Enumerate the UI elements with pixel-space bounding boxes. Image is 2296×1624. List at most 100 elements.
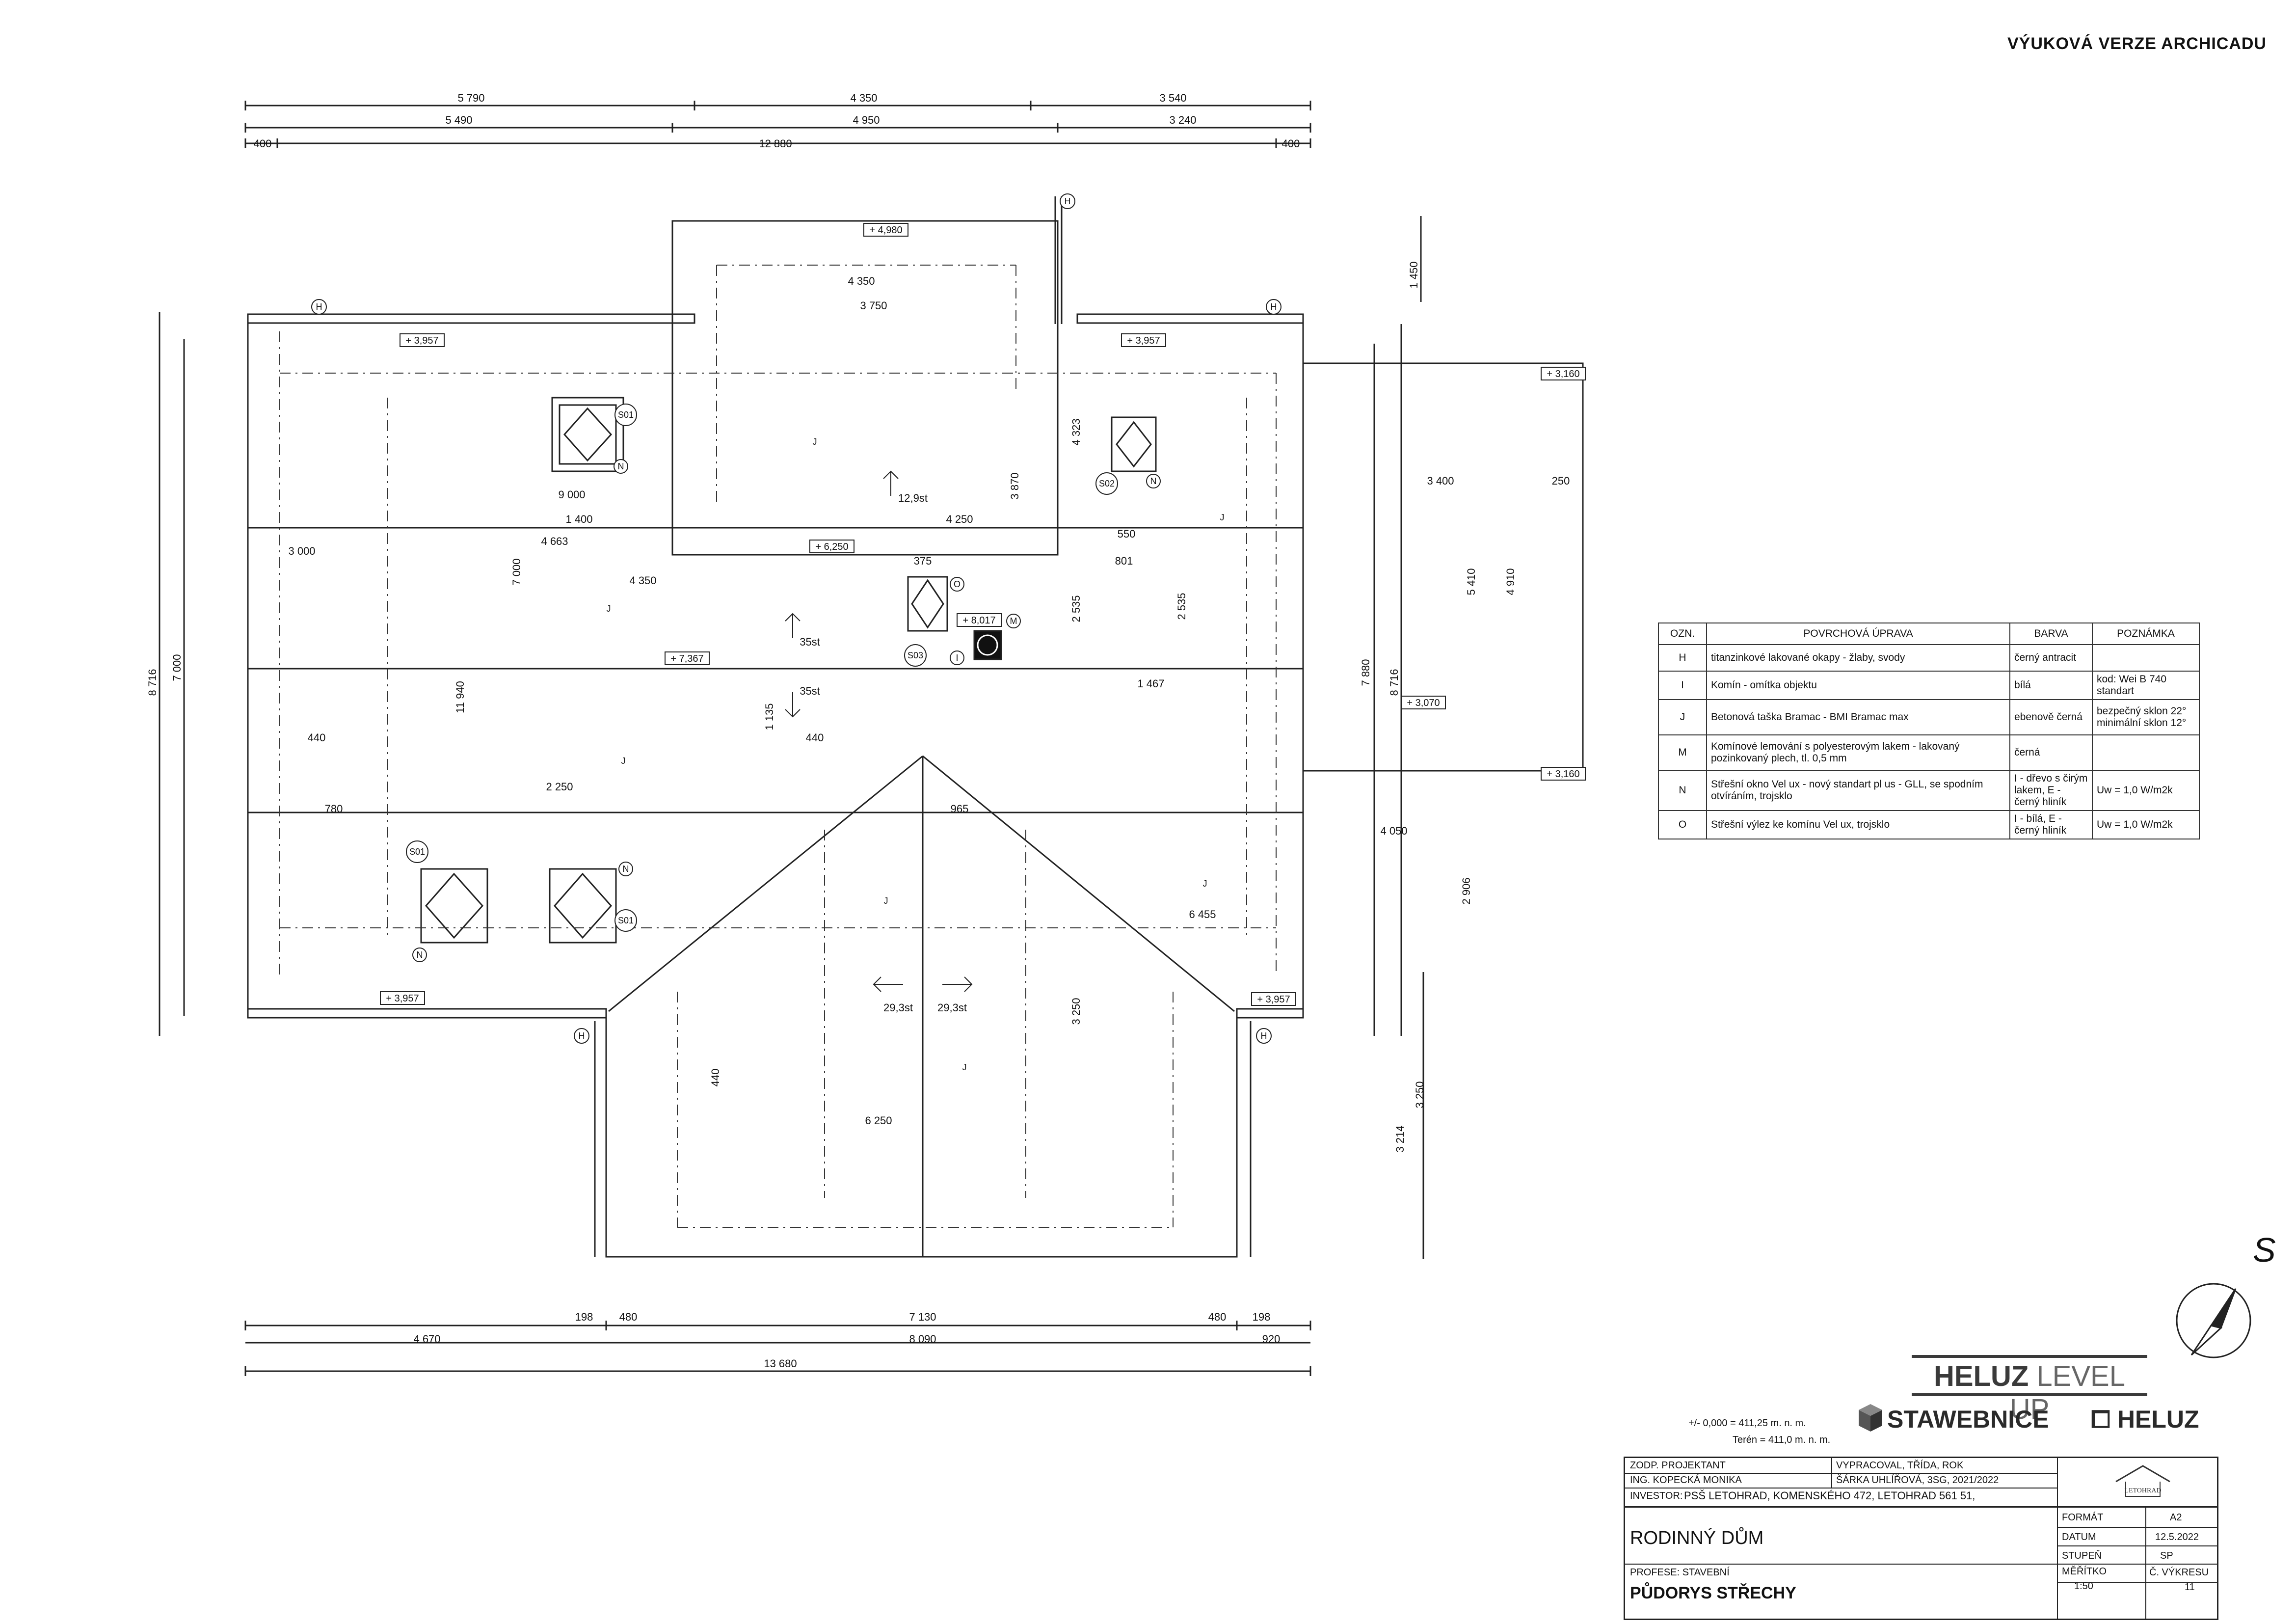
slope-1: 12,9st: [898, 492, 928, 504]
legend-color: ebenově černá: [2009, 699, 2093, 735]
dim-bot-8: 920: [1262, 1333, 1281, 1345]
legend-row: H titanzinkové lakované okapy - žlaby, s…: [1658, 644, 2200, 672]
stupen-label: STUPEŇ: [2062, 1550, 2102, 1561]
legend-row: J Betonová taška Bramac - BMI Bramac max…: [1658, 699, 2200, 735]
dim-i-3940: 1 467: [1137, 677, 1164, 690]
zodp-label: ZODP. PROJEKTANT: [1630, 1460, 1726, 1471]
dim-v-1467: 2 535: [1070, 595, 1082, 622]
elev-6250: + 6,250: [815, 541, 848, 552]
meritko-label: MĚŘÍTKO: [2062, 1566, 2107, 1577]
legend-code: H: [1658, 644, 1707, 672]
elev-3957-c: + 3,957: [386, 993, 419, 1004]
north-symbol: S: [2253, 1231, 2276, 1269]
legend-note: Uw = 1,0 W/m2k: [2092, 810, 2200, 839]
dim-v-7000: 11 940: [454, 681, 466, 713]
stupen-value: SP: [2160, 1550, 2173, 1561]
tag-s02: S02: [1099, 479, 1115, 488]
brand-rule-top: [1912, 1355, 2147, 1358]
vypracoval-label: VYPRACOVAL, TŘÍDA, ROK: [1836, 1460, 1964, 1471]
vypracoval-value: ŠÁRKA UHLÍŘOVÁ, 3SG, 2021/2022: [1836, 1475, 1999, 1486]
cislo-label: Č. VÝKRESU: [2149, 1567, 2209, 1578]
dim-top-3: 3 540: [1159, 92, 1186, 104]
legend-finish: Komín - omítka objektu: [1706, 671, 2010, 700]
dim-i-550: 375: [914, 555, 932, 567]
legend-row: N Střešní okno Vel ux - nový standart pl…: [1658, 770, 2200, 811]
datum-value: 12.5.2022: [2155, 1532, 2199, 1543]
legend-code: M: [1658, 734, 1707, 771]
legend-color: I - dřevo s čirým lakem, E - černý hliní…: [2009, 770, 2093, 811]
dim-right-3214: 3 214: [1394, 1125, 1406, 1152]
tag-s01-a: S01: [618, 410, 634, 420]
dim-top-4: 5 490: [445, 114, 472, 126]
dim-right-7880: 7 880: [1360, 659, 1372, 686]
elev-8017: + 8,017: [962, 615, 995, 626]
legend-row: I Komín - omítka objektu bílá kod: Wei B…: [1658, 671, 2200, 700]
legend-color: černý antracit: [2009, 644, 2093, 672]
tag-h-1: H: [316, 302, 322, 312]
dim-top-5: 4 950: [853, 114, 880, 126]
dim-right-8716: 8 716: [1388, 669, 1400, 696]
tag-n-4: N: [417, 950, 423, 960]
school-logo-icon: LETOHRAD: [2115, 1465, 2170, 1497]
elev-7367: + 7,367: [670, 653, 703, 664]
legend-header-note: POZNÁMKA: [2092, 623, 2200, 645]
legend-note: [2092, 734, 2200, 771]
dim-i-4250: 4 663: [541, 535, 568, 547]
dim-i-9000b: 965: [951, 803, 969, 815]
legend-finish: titanzinkové lakované okapy - žlaby, svo…: [1706, 644, 2010, 672]
heluz-level-up-logo: HELUZ LEVEL UP: [1933, 1360, 2125, 1425]
format-label: FORMÁT: [2062, 1512, 2104, 1523]
dim-top-2: 4 350: [850, 92, 877, 104]
dim-right-3250: 3 250: [1414, 1081, 1426, 1108]
dim-i-3000: 550: [1118, 528, 1136, 540]
legend-row: O Střešní výlez ke komínu Vel ux, trojsk…: [1658, 810, 2200, 839]
legend-note: bezpečný sklon 22° minimální sklon 12°: [2092, 699, 2200, 735]
dim-i-1000b: 6 455: [1189, 908, 1216, 920]
elev-3160-b: + 3,160: [1547, 769, 1579, 780]
finish-legend-table: OZN. POVRCHOVÁ ÚPRAVA BARVA POZNÁMKA H t…: [1658, 623, 2200, 839]
tag-s01-c: S01: [618, 916, 634, 925]
elev-3957-b: + 3,957: [1127, 335, 1160, 346]
dim-i-780: 1 400: [565, 513, 592, 525]
dim-bot-7: 8 090: [909, 1333, 936, 1345]
tag-j-5: J: [884, 896, 888, 906]
elev-3957-a: + 3,957: [405, 335, 438, 346]
dim-i-11000: 440: [806, 731, 824, 744]
slope-5: 29,3st: [937, 1001, 967, 1014]
drawing-title: PŮDORYS STŘECHY: [1630, 1584, 1796, 1602]
tag-i: I: [956, 653, 958, 663]
legend-note: kod: Wei B 740 standart: [2092, 671, 2200, 700]
legend-code: O: [1658, 810, 1707, 839]
tag-s01-b: S01: [409, 847, 425, 857]
project-name: RODINNÝ DŮM: [1630, 1528, 1764, 1548]
dim-bot-3: 7 130: [909, 1311, 936, 1323]
dim-i-3750b: 3 750: [860, 299, 887, 312]
dim-bot-9: 13 680: [764, 1357, 797, 1370]
investor-label: INVESTOR:: [1630, 1490, 1683, 1501]
tag-h-5: H: [1261, 1031, 1267, 1041]
slope-4: 29,3st: [883, 1001, 913, 1014]
elev-3957-d: + 3,957: [1257, 994, 1290, 1005]
legend-finish: Střešní výlez ke komínu Vel ux, trojsklo: [1706, 810, 2010, 839]
dim-i-4663: 801: [1115, 555, 1133, 567]
format-value: A2: [2170, 1512, 2182, 1523]
dim-v-11940: 1 135: [763, 703, 775, 730]
dim-top-6: 3 240: [1169, 114, 1196, 126]
dim-i-3750: 2 250: [546, 781, 573, 793]
dim-top-7: 400: [254, 137, 272, 150]
watermark: VÝUKOVÁ VERZE ARCHICADU: [2007, 34, 2267, 53]
dim-i-6250: 6 250: [865, 1114, 892, 1127]
tag-j-1: J: [813, 437, 817, 447]
legend-color: černá: [2009, 734, 2093, 771]
legend-finish: Komínové lemování s polyesterovým lakem …: [1706, 734, 2010, 771]
meritko-value: 1:50: [2074, 1581, 2093, 1592]
tag-h-4: H: [579, 1031, 585, 1041]
legend-code: I: [1658, 671, 1707, 700]
tag-o: O: [954, 579, 961, 589]
tag-j-4: J: [621, 756, 626, 766]
tag-n-3: N: [623, 864, 629, 874]
slope-2: 35st: [800, 636, 820, 648]
dim-left-7000: 7 000: [171, 654, 183, 681]
profese: PROFESE: STAVEBNÍ: [1630, 1567, 1730, 1578]
